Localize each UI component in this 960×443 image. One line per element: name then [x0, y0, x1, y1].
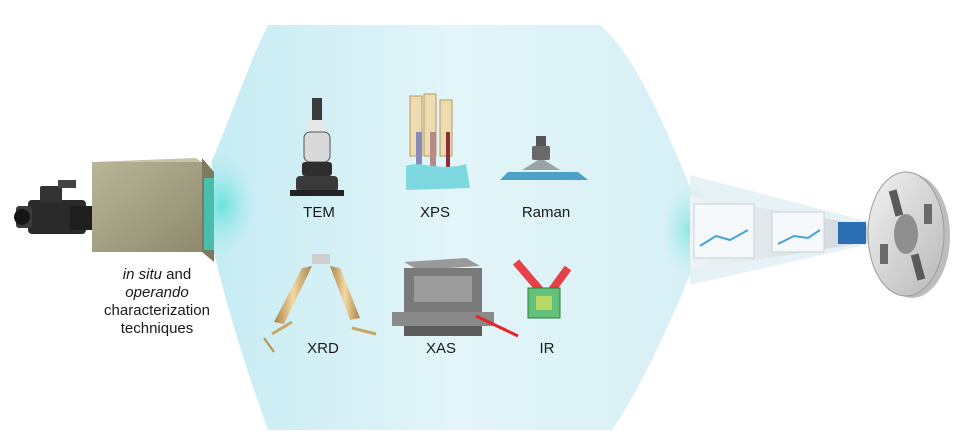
technique-label-xas: XAS: [425, 340, 456, 357]
technique-label-raman: Raman: [521, 204, 571, 221]
absorption-cell-icon: [392, 258, 519, 338]
caption-operando: operando: [125, 284, 189, 301]
characterization-caption: in situ and operando characterization te…: [92, 266, 222, 338]
projector-box-icon: [92, 158, 214, 262]
caption-characterization: characterization: [104, 302, 210, 319]
xps-spectrometer-icon: [406, 93, 470, 190]
ir-cell-icon: [512, 259, 572, 319]
microscope-icon: [290, 98, 344, 196]
technique-label-tem: TEM: [303, 204, 335, 221]
film-strip-icon: [690, 196, 870, 270]
film-reel-icon: [867, 171, 950, 298]
technique-label-ir: IR: [539, 340, 555, 357]
raman-stage-icon: [500, 136, 588, 180]
video-camera-icon: [14, 180, 92, 234]
diffractometer-icon: [263, 254, 377, 353]
technique-label-xrd: XRD: [307, 340, 339, 357]
caption-techniques: techniques: [120, 320, 194, 337]
caption-and: and: [161, 266, 192, 283]
caption-in-situ: in situ: [122, 266, 162, 283]
technique-label-xps: XPS: [419, 204, 450, 221]
light-beam: [212, 25, 698, 430]
